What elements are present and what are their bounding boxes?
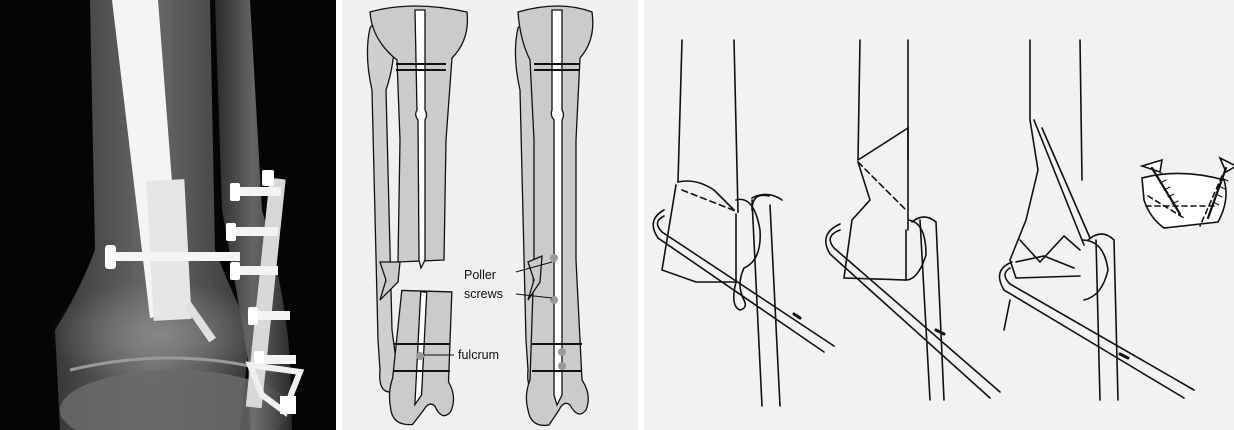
plate-screw-head <box>226 223 236 241</box>
fibula-bend <box>912 217 936 222</box>
wire-marker <box>936 330 944 334</box>
oblique-fracture-line <box>1034 120 1084 245</box>
fragment-seam <box>1016 256 1074 268</box>
tibia-lateral-line <box>1080 40 1082 180</box>
fracture-edge <box>858 128 908 230</box>
poller-screw <box>558 362 566 370</box>
k-wire-upper <box>826 224 990 398</box>
plate-screw <box>235 187 281 196</box>
fibula-outline <box>367 19 397 392</box>
plate-screw <box>234 266 278 275</box>
nail-tip <box>146 179 191 321</box>
fragment-edge <box>1004 300 1010 330</box>
wire-marker <box>794 314 800 318</box>
reduction-step-1 <box>653 40 834 406</box>
poller-label-line1: Poller <box>464 268 496 282</box>
plate-screw-head <box>230 262 240 280</box>
tibia-medial-line <box>858 40 860 160</box>
k-wire-upper <box>653 210 824 352</box>
fibula-line <box>936 222 944 400</box>
fracture-dashed-line <box>682 190 738 212</box>
oblique-fracture-line <box>1042 128 1090 238</box>
fibula-line <box>1114 240 1118 400</box>
tibia-lateral-line <box>734 40 738 212</box>
fibula-line <box>1096 240 1100 400</box>
fulcrum-point <box>416 352 424 360</box>
distal-fragment <box>1010 120 1080 278</box>
fibula-bend <box>1088 234 1114 240</box>
nail-diagram-panel: Poller screws fulcrum <box>342 0 638 430</box>
distal-fragment <box>662 185 736 282</box>
ankle-radiograph <box>0 0 336 430</box>
xray-image-panel <box>0 0 336 430</box>
plate-screw-head <box>230 183 240 201</box>
distal-screw-head <box>280 396 296 414</box>
locking-screw-head <box>105 245 116 269</box>
screw-head <box>1142 160 1162 172</box>
k-wire-lower <box>657 216 834 346</box>
tibia-medial-line <box>678 40 682 182</box>
poller-screw <box>550 254 558 262</box>
screw-fixation-inset <box>1142 158 1234 228</box>
poller-screw <box>558 348 566 356</box>
right-leg-diagram <box>515 6 592 425</box>
malleolus <box>1082 240 1108 300</box>
tibia-nail-diagram: Poller screws fulcrum <box>342 0 638 430</box>
reduction-sequence-diagram <box>644 0 1234 430</box>
ankle-reduction-panel <box>644 0 1234 430</box>
fulcrum-label: fulcrum <box>458 348 499 362</box>
poller-label-line2: screws <box>464 287 503 301</box>
left-leg-diagram <box>367 6 467 428</box>
poller-screw <box>550 296 558 304</box>
locking-screw <box>112 252 240 261</box>
k-wire-upper <box>1000 262 1185 398</box>
reduction-step-2 <box>826 40 1000 400</box>
screw-head <box>1220 158 1234 172</box>
plate-screw-head <box>262 170 274 186</box>
fracture-edge <box>678 181 734 210</box>
k-wire-lower <box>830 230 1000 392</box>
wire-marker <box>1120 354 1128 358</box>
plate-screw-head <box>248 307 258 325</box>
